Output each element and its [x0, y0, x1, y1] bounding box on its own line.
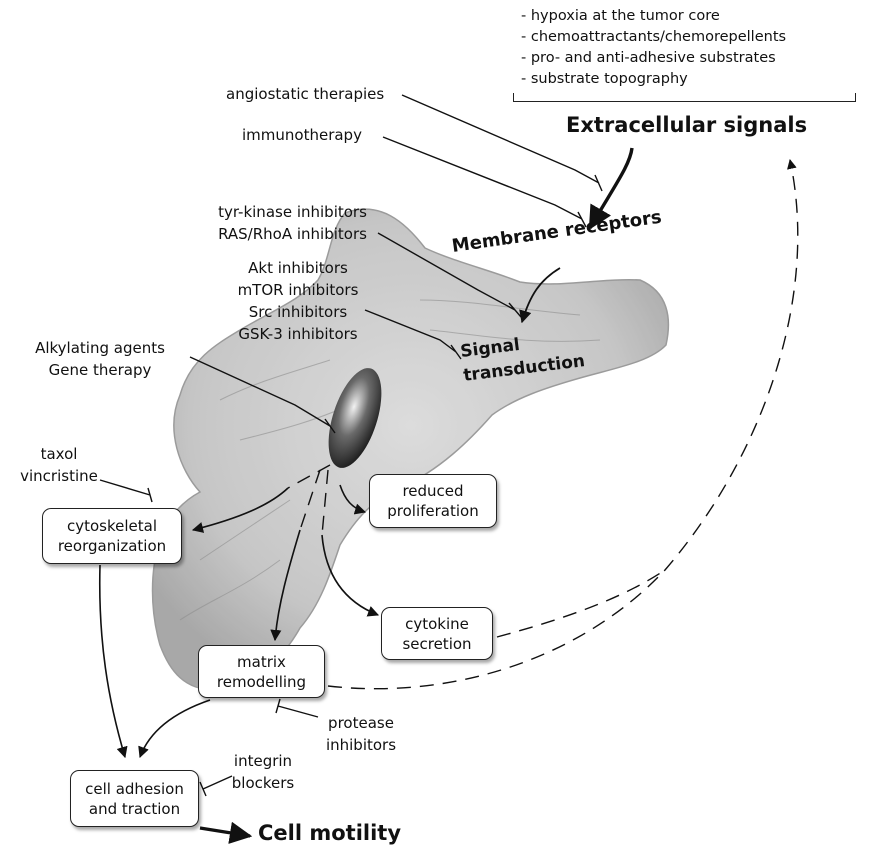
gsk3-line: GSK-3 inhibitors	[228, 323, 368, 345]
signal-item-adhesive-substrates: - pro- and anti-adhesive substrates	[521, 48, 776, 69]
cytokine-secretion-box: cytokine secretion	[381, 607, 493, 660]
signal-item-topography: - substrate topography	[521, 69, 688, 90]
extracellular-signals-heading: Extracellular signals	[566, 113, 807, 137]
signal-item-hypoxia: - hypoxia at the tumor core	[521, 6, 720, 27]
integrin-blockers-label: integrin blockers	[227, 750, 299, 794]
protease-inhibitors-line: inhibitors	[318, 734, 404, 756]
mtor-line: mTOR inhibitors	[228, 279, 368, 301]
matrix-remodelling-box: matrix remodelling	[198, 645, 325, 698]
taxol-line: taxol	[14, 443, 104, 465]
signal-item-chemoattractants: - chemoattractants/chemorepellents	[521, 27, 786, 48]
cell-adhesion-traction-box: cell adhesion and traction	[70, 770, 199, 827]
src-line: Src inhibitors	[228, 301, 368, 323]
immunotherapy-label: immunotherapy	[242, 124, 362, 146]
vincristine-line: vincristine	[14, 465, 104, 487]
alkylating-line: Alkylating agents	[10, 337, 190, 359]
blockers-line: blockers	[227, 772, 299, 794]
inhibit-protease	[276, 699, 318, 717]
arrow-cytoskeletal-to-adhesion	[100, 565, 125, 757]
alkylating-agents-label: Alkylating agents Gene therapy	[10, 337, 190, 381]
arrow-adhesion-to-motility	[200, 828, 250, 836]
cytoskeletal-reorganization-box: cytoskeletal reorganization	[42, 508, 182, 564]
signal-list-bracket	[513, 93, 856, 102]
inhibit-immunotherapy	[383, 137, 586, 227]
inhibit-taxol	[100, 480, 152, 502]
akt-inhibitors-label: Akt inhibitors mTOR inhibitors Src inhib…	[228, 257, 368, 345]
angiostatic-therapies-label: angiostatic therapies	[226, 83, 384, 105]
reduced-proliferation-box: reduced proliferation	[369, 474, 497, 528]
protease-line: protease	[318, 712, 404, 734]
integrin-line: integrin	[227, 750, 299, 772]
gene-therapy-line: Gene therapy	[10, 359, 190, 381]
protease-inhibitors-label: protease inhibitors	[318, 712, 404, 756]
inhibit-angiostatic	[402, 95, 602, 191]
tyr-kinase-inhibitors-label: tyr-kinase inhibitors RAS/RhoA inhibitor…	[205, 201, 380, 245]
arrow-matrix-to-adhesion	[140, 700, 210, 757]
taxol-vincristine-label: taxol vincristine	[14, 443, 104, 487]
dashed-cytokine-feedback	[497, 570, 665, 637]
tyr-kinase-line: tyr-kinase inhibitors	[205, 201, 380, 223]
akt-line: Akt inhibitors	[228, 257, 368, 279]
cell-motility-heading: Cell motility	[258, 821, 401, 845]
ras-rhoa-line: RAS/RhoA inhibitors	[205, 223, 380, 245]
